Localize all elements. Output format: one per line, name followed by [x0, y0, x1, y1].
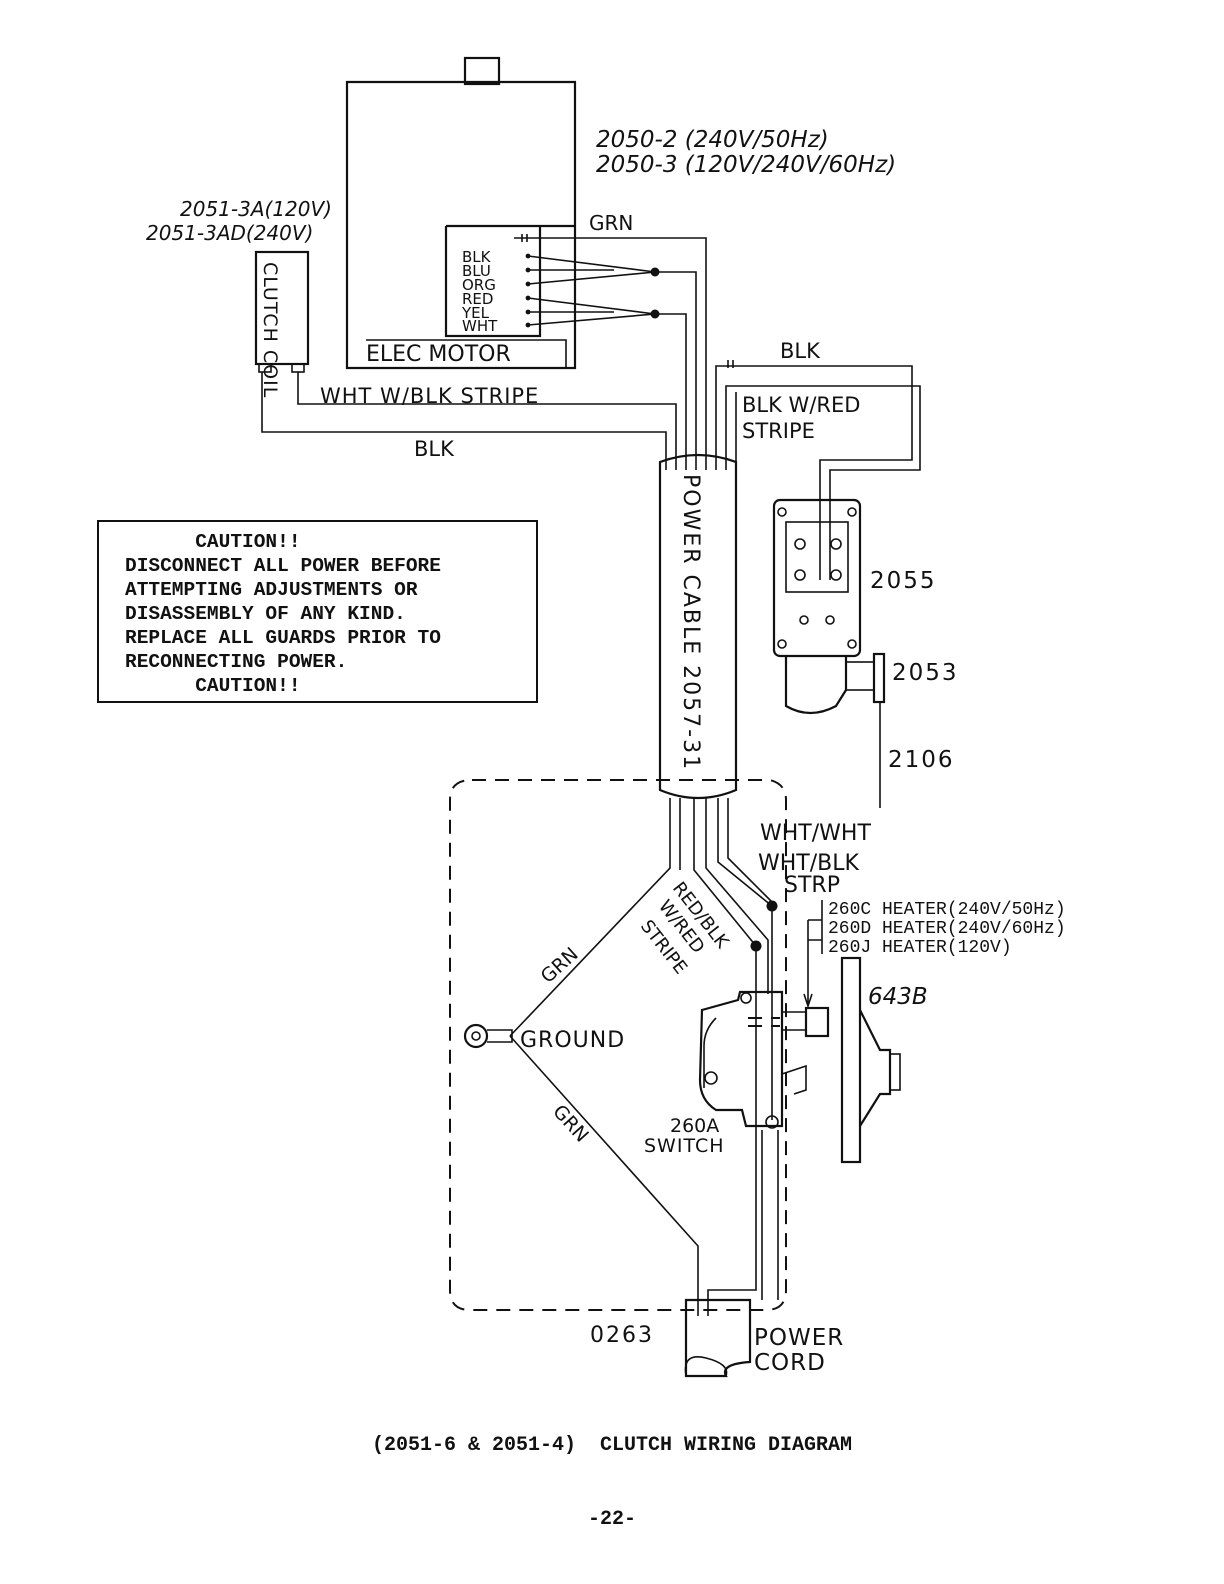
caution-line: DISCONNECT ALL POWER BEFORE — [125, 555, 441, 577]
switch-260a — [698, 990, 807, 1129]
caution-line: REPLACE ALL GUARDS PRIOR TO — [125, 627, 441, 649]
switch-2055-wiring — [715, 360, 921, 580]
wire-label-grn-upper: GRN — [537, 943, 583, 988]
wire-label-wht-wht: WHT/WHT — [760, 821, 871, 846]
electric-motor — [345, 56, 577, 370]
power-cable-label: POWER CABLE 2057-31 — [678, 474, 703, 771]
clutch-coil — [254, 250, 310, 373]
diagram-caption: (2051-6 & 2051-4) CLUTCH WIRING DIAGRAM — [371, 1434, 853, 1457]
motor-model-2: 2050-3 (120V/240V/60Hz) — [596, 152, 896, 178]
clutch-model-2: 2051-3AD(240V) — [146, 221, 313, 245]
wire-label-blk-top: BLK — [780, 339, 821, 363]
caution-line: CAUTION!! — [125, 675, 301, 697]
terminal-blk: BLK — [462, 248, 492, 266]
control-2055 — [772, 498, 886, 808]
power-cord — [684, 1298, 752, 1378]
page-number: -22- — [587, 1508, 636, 1531]
wire-label-blk-clutch: BLK — [414, 437, 455, 461]
part-2053: 2053 — [892, 660, 959, 686]
caution-box: CAUTION!! DISCONNECT ALL POWER BEFORE AT… — [97, 520, 538, 703]
motor-model-1: 2050-2 (240V/50Hz) — [596, 127, 829, 153]
part-2106: 2106 — [888, 747, 955, 773]
clutch-model-1: 2051-3A(120V) — [180, 197, 332, 221]
power-cord-label-2: CORD — [754, 1350, 826, 1376]
clutch-label: CLUTCH COIL — [259, 262, 281, 398]
wire-label-blk-red-1: BLK W/RED — [742, 393, 860, 417]
caution-line: DISASSEMBLY OF ANY KIND. — [125, 603, 406, 625]
caution-line: CAUTION!! — [125, 531, 301, 553]
wire-label-grn-lower: GRN — [548, 1101, 593, 1147]
wire-label-blk-red-2: STRIPE — [742, 419, 815, 443]
lower-wiring — [509, 798, 779, 1316]
part-0263: 0263 — [590, 1323, 654, 1348]
ground-lug — [463, 1023, 513, 1049]
wire-label-strp: STRP — [784, 873, 840, 898]
motor-terminals: BLK BLU ORG RED YEL WHT — [461, 248, 531, 335]
wire-label-grn-top: GRN — [589, 211, 633, 235]
terminal-org: ORG — [462, 276, 496, 294]
power-cable — [658, 453, 738, 800]
switch-label-2: SWITCH — [644, 1135, 725, 1157]
heater-260j: 260J HEATER(120V) — [828, 938, 1012, 958]
wire-label-wht-blk-stripe: WHT W/BLK STRIPE — [320, 384, 539, 408]
part-643b: 643B — [868, 984, 928, 1010]
plate-643b — [840, 956, 901, 1164]
switch-label-1: 260A — [670, 1115, 719, 1137]
caution-line: RECONNECTING POWER. — [125, 651, 348, 673]
terminal-yel: YEL — [461, 304, 490, 322]
terminal-wht: WHT — [462, 317, 498, 335]
terminal-red: RED — [462, 290, 493, 308]
clutch-wiring — [261, 372, 677, 470]
heater-260c: 260C HEATER(240V/50Hz) — [828, 900, 1066, 920]
ground-label: GROUND — [520, 1028, 625, 1053]
motor-label: ELEC MOTOR — [366, 342, 511, 367]
caution-line: ATTEMPTING ADJUSTMENTS OR — [125, 579, 418, 601]
terminal-blu: BLU — [462, 262, 491, 280]
heater-260d: 260D HEATER(240V/60Hz) — [828, 919, 1066, 939]
power-cord-label-1: POWER — [754, 1325, 844, 1351]
motor-wiring — [514, 234, 707, 470]
wire-label-wht-blk: WHT/BLK — [758, 851, 859, 876]
heater-element — [803, 900, 830, 1038]
part-2055: 2055 — [870, 568, 937, 594]
